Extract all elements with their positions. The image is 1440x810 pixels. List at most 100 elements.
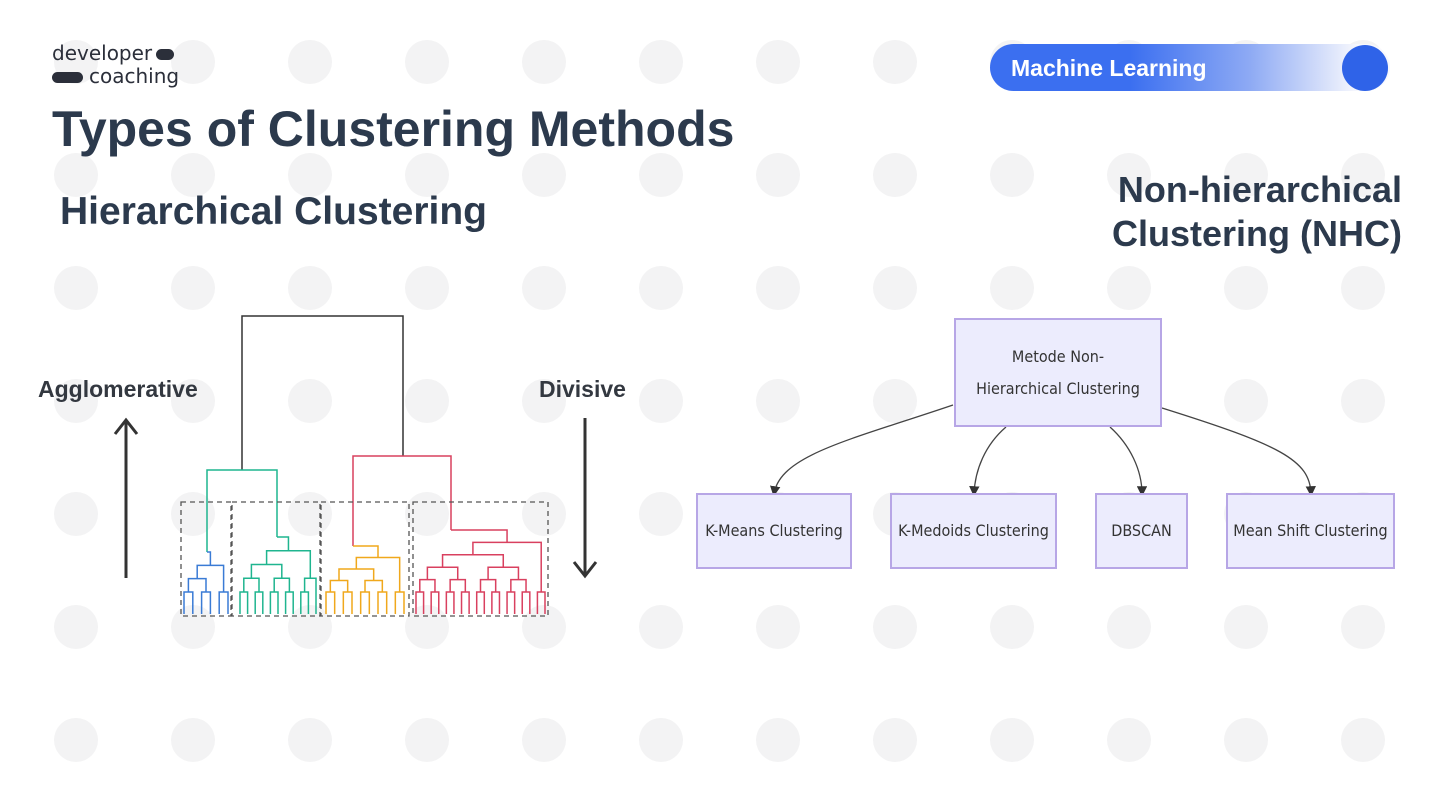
dendrogram-link (284, 591, 294, 614)
dendrogram-link (338, 568, 375, 581)
background-dot (1107, 266, 1151, 310)
dendrogram-link (359, 591, 371, 614)
background-dot (288, 379, 332, 423)
background-dot (1107, 605, 1151, 649)
divisive-label: Divisive (539, 376, 626, 402)
background-dot (522, 40, 566, 84)
background-dot (873, 605, 917, 649)
background-dot (1224, 153, 1268, 197)
dendrogram-top-links (241, 315, 404, 470)
background-dot (639, 153, 683, 197)
dendrogram-link (451, 529, 508, 543)
dendrogram-link (269, 591, 279, 614)
dendrogram-link (187, 577, 207, 592)
background-dot (405, 40, 449, 84)
dendrogram-link (426, 566, 459, 580)
background-dot (1341, 266, 1385, 310)
background-dot (990, 153, 1034, 197)
background-dot (1224, 266, 1268, 310)
flow-node-label: K-Means Clustering (705, 521, 843, 540)
background-dot (756, 605, 800, 649)
dendrogram-link (394, 591, 405, 614)
background-dot (54, 718, 98, 762)
cluster-box-3 (320, 501, 410, 617)
background-dot (54, 605, 98, 649)
dendrogram-link (460, 591, 470, 614)
background-dot (990, 718, 1034, 762)
flow-node-dbscan: DBSCAN (1095, 493, 1188, 569)
dendrogram-link (355, 556, 401, 592)
cluster-boxes (180, 501, 549, 617)
dendrogram-link (430, 591, 440, 614)
background-dot (171, 718, 215, 762)
flow-node-kmedoids: K-Medoids Clustering (890, 493, 1057, 569)
topic-badge-label: Machine Learning (1011, 55, 1207, 81)
dendrogram-link (254, 591, 264, 614)
background-dot (405, 266, 449, 310)
background-dot (1341, 718, 1385, 762)
background-dot (1224, 718, 1268, 762)
background-dot (171, 266, 215, 310)
badge-dot-icon (1342, 45, 1388, 91)
dendrogram-link (475, 591, 486, 614)
background-dot (522, 379, 566, 423)
dendrogram-link (342, 591, 353, 614)
background-dot (288, 40, 332, 84)
dendrogram-link (250, 563, 283, 579)
dendrogram-link (273, 577, 291, 592)
logo-line2: coaching (89, 64, 180, 88)
dendrogram-link (243, 577, 260, 592)
dendrogram-link (449, 578, 467, 592)
background-dot (288, 153, 332, 197)
agglomerative-label: Agglomerative (38, 376, 198, 402)
background-dot (639, 492, 683, 536)
dendrogram-link (353, 545, 379, 558)
flow-node-meanshift: Mean Shift Clustering (1226, 493, 1395, 569)
up-arrow-icon (113, 417, 139, 578)
dendrogram-link (415, 591, 425, 614)
hierarchical-heading: Hierarchical Clustering (60, 190, 487, 233)
dendrogram-link (277, 536, 290, 551)
dendrogram-link (441, 554, 505, 568)
dendrogram-link (536, 591, 546, 614)
logo-line1: developer (52, 41, 153, 65)
background-dot (1224, 605, 1268, 649)
dendrogram-link (218, 591, 229, 614)
background-dot (171, 379, 215, 423)
background-dot (639, 40, 683, 84)
background-dot (1224, 379, 1268, 423)
background-dot (405, 492, 449, 536)
non-hierarchical-heading-line2: Clustering (NHC) (1112, 213, 1402, 254)
background-dot (990, 605, 1034, 649)
background-dot (756, 718, 800, 762)
dendrogram-link (300, 591, 310, 614)
background-dot (54, 492, 98, 536)
background-dot (54, 266, 98, 310)
background-dot (639, 605, 683, 649)
cluster-box-1 (180, 501, 232, 617)
background-dot (639, 379, 683, 423)
background-dot (522, 492, 566, 536)
dendrogram-link (183, 591, 194, 614)
dendrogram-link (445, 591, 455, 614)
background-dot (756, 266, 800, 310)
background-dot (171, 492, 215, 536)
background-dot (522, 718, 566, 762)
topic-badge: Machine Learning (990, 44, 1390, 91)
background-dot (873, 153, 917, 197)
background-dot (1341, 605, 1385, 649)
background-dot (54, 153, 98, 197)
dendrogram-link (325, 591, 336, 614)
dendrogram-link (419, 578, 436, 592)
flow-node-label: K-Medoids Clustering (898, 521, 1049, 540)
background-dot (405, 379, 449, 423)
non-hierarchical-heading-line1: Non-hierarchical (1117, 169, 1402, 210)
background-dot (171, 153, 215, 197)
background-dot (756, 40, 800, 84)
dendrogram-link (303, 577, 317, 614)
background-dot (288, 266, 332, 310)
dendrogram-link (487, 566, 520, 580)
dendrogram-link (329, 579, 349, 592)
dendrogram-link (510, 578, 527, 592)
